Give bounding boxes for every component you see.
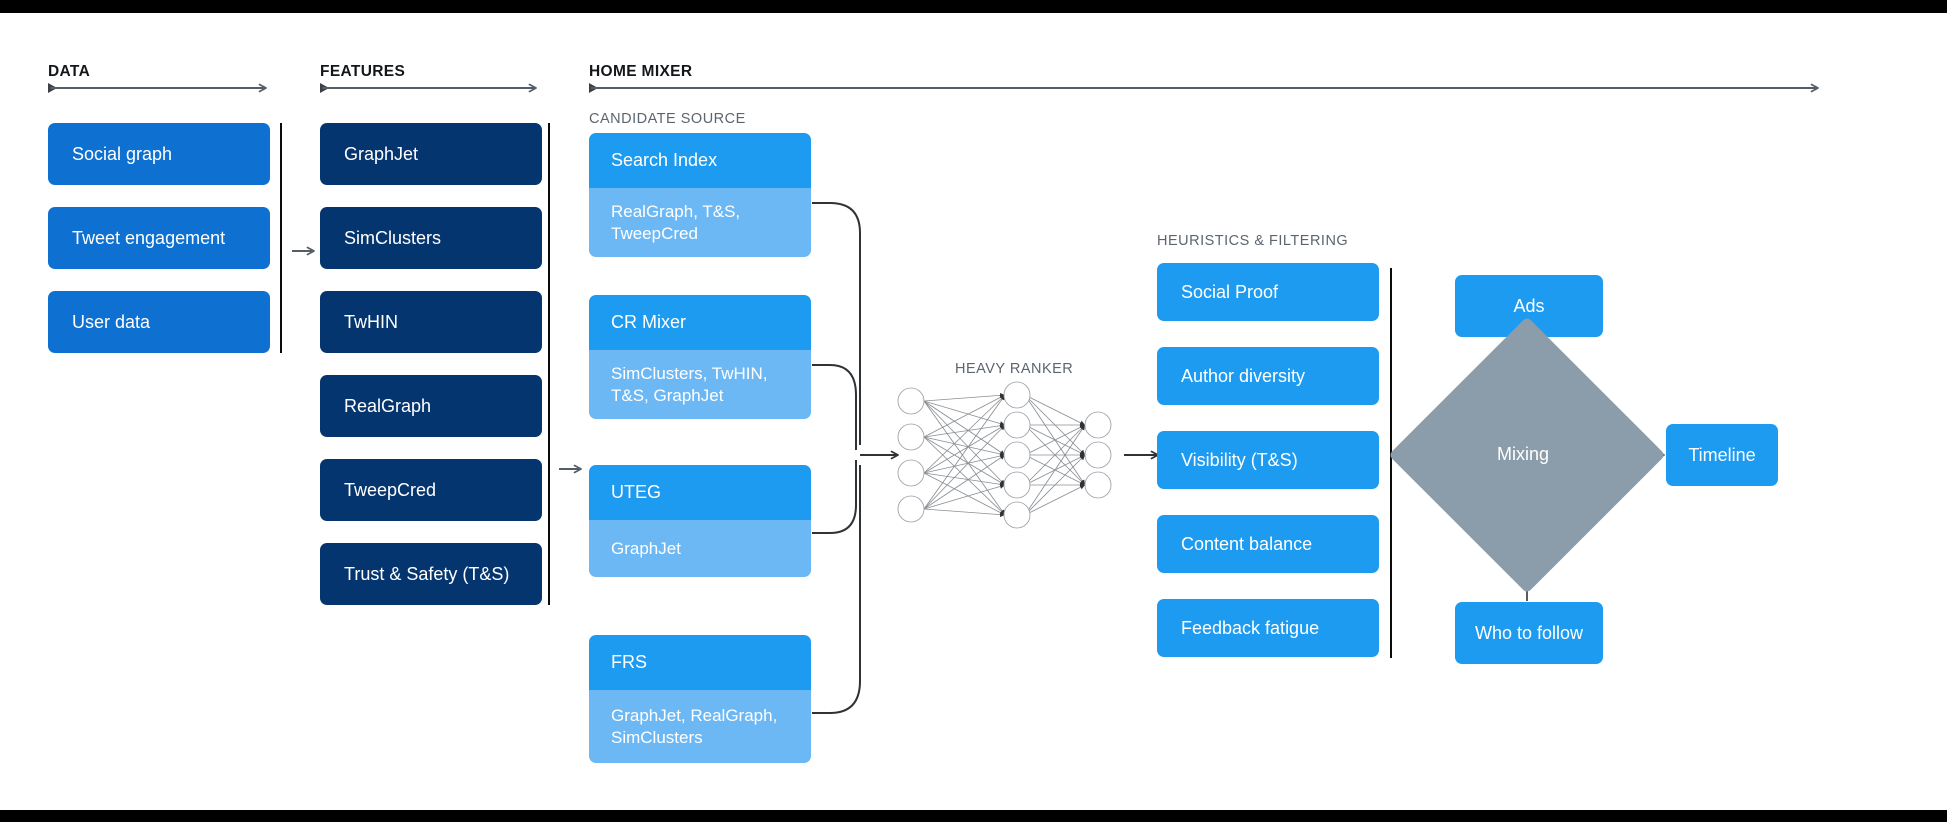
- data-box-label: Social graph: [72, 143, 173, 164]
- mixing-label: Mixing: [1497, 444, 1550, 464]
- letterbox-top: [0, 0, 1947, 13]
- section-label-data: DATA: [48, 63, 91, 80]
- feature-box-label: GraphJet: [344, 143, 419, 164]
- feature-box-trust-safety[interactable]: Trust & Safety (T&S): [320, 543, 542, 605]
- connector-overlay: [48, 83, 1819, 714]
- heuristic-box-social-proof[interactable]: Social Proof: [1157, 263, 1379, 321]
- heuristic-box-label: Feedback fatigue: [1181, 617, 1320, 638]
- data-box-label: User data: [72, 311, 151, 332]
- net-edges-hidden-output: [1024, 394, 1086, 516]
- divider-heuristics-mixing: [1390, 268, 1392, 658]
- feature-box-twhin[interactable]: TwHIN: [320, 291, 542, 353]
- feature-box-label: SimClusters: [344, 227, 442, 248]
- heuristic-box-label: Social Proof: [1181, 281, 1279, 302]
- heuristic-box-feedback-fatigue[interactable]: Feedback fatigue: [1157, 599, 1379, 657]
- candidate-card-frs[interactable]: FRS GraphJet, RealGraph, SimClusters: [589, 635, 811, 763]
- net-nodes-output: [1084, 411, 1112, 499]
- heuristic-box-visibility[interactable]: Visibility (T&S): [1157, 431, 1379, 489]
- candidate-merge-brace: [812, 202, 861, 714]
- feature-box-tweepcred[interactable]: TweepCred: [320, 459, 542, 521]
- candidate-card-features: SimClusters, TwHIN, T&S, GraphJet: [589, 350, 811, 419]
- sublabel-heuristics-filtering: HEURISTICS & FILTERING: [1157, 233, 1349, 249]
- divider-data-features: [280, 123, 282, 353]
- data-box-tweet-engagement[interactable]: Tweet engagement: [48, 207, 270, 269]
- feature-box-label: TwHIN: [344, 311, 398, 332]
- output-box-timeline[interactable]: Timeline: [1666, 424, 1778, 486]
- data-box-user-data[interactable]: User data: [48, 291, 270, 353]
- feature-box-graphjet[interactable]: GraphJet: [320, 123, 542, 185]
- divider-features-candidates: [548, 123, 550, 605]
- feature-box-realgraph[interactable]: RealGraph: [320, 375, 542, 437]
- heavy-ranker-network: [897, 381, 1112, 529]
- candidate-card-features: GraphJet, RealGraph, SimClusters: [589, 690, 811, 763]
- letterbox-bottom: [0, 810, 1947, 822]
- candidate-card-features: GraphJet: [589, 520, 811, 577]
- net-nodes-hidden: [1003, 381, 1031, 529]
- output-box-label: Timeline: [1688, 444, 1756, 465]
- section-rule-features: [320, 83, 537, 93]
- heuristic-box-label: Content balance: [1181, 533, 1313, 554]
- heuristic-box-label: Visibility (T&S): [1181, 449, 1298, 470]
- feature-box-label: RealGraph: [344, 395, 432, 416]
- output-box-label: Who to follow: [1474, 622, 1584, 643]
- candidate-card-uteg[interactable]: UTEG GraphJet: [589, 465, 811, 577]
- feature-box-label: TweepCred: [344, 479, 437, 500]
- section-label-home-mixer: HOME MIXER: [589, 63, 693, 80]
- heuristic-box-author-diversity[interactable]: Author diversity: [1157, 347, 1379, 405]
- sublabel-candidate-source: CANDIDATE SOURCE: [589, 111, 746, 127]
- sublabel-heavy-ranker: HEAVY RANKER: [955, 361, 1074, 377]
- net-nodes-input: [897, 387, 925, 523]
- data-box-social-graph[interactable]: Social graph: [48, 123, 270, 185]
- section-rule-home-mixer: [589, 83, 1819, 93]
- candidate-card-title: UTEG: [589, 465, 811, 520]
- data-box-label: Tweet engagement: [72, 227, 226, 248]
- heuristic-box-label: Author diversity: [1181, 365, 1306, 386]
- candidate-card-title: FRS: [589, 635, 811, 690]
- net-edges-input-hidden: [923, 392, 1006, 518]
- candidate-card-title: Search Index: [589, 133, 811, 188]
- candidate-card-cr-mixer[interactable]: CR Mixer SimClusters, TwHIN, T&S, GraphJ…: [589, 295, 811, 419]
- feature-box-simclusters[interactable]: SimClusters: [320, 207, 542, 269]
- feature-box-label: Trust & Safety (T&S): [344, 563, 510, 584]
- diagram-canvas: DATA FEATURES HOME MIXER CANDIDATE SOURC…: [0, 13, 1947, 810]
- heuristic-box-content-balance[interactable]: Content balance: [1157, 515, 1379, 573]
- candidate-card-title: CR Mixer: [589, 295, 811, 350]
- section-label-features: FEATURES: [320, 63, 406, 80]
- section-rule-data: [48, 83, 267, 93]
- output-box-who-to-follow[interactable]: Who to follow: [1455, 602, 1603, 664]
- candidate-card-features: RealGraph, T&S, TweepCred: [589, 188, 811, 257]
- candidate-card-search-index[interactable]: Search Index RealGraph, T&S, TweepCred: [589, 133, 811, 257]
- output-box-label: Ads: [1513, 295, 1545, 316]
